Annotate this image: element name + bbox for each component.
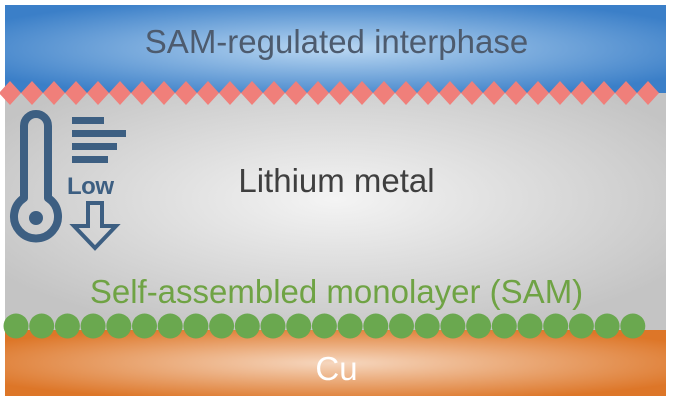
sam-bead bbox=[234, 313, 260, 339]
low-temperature-label: Low bbox=[67, 173, 114, 200]
interphase-diamond bbox=[109, 81, 131, 105]
sam-bead bbox=[29, 313, 55, 339]
sam-bead bbox=[132, 313, 157, 339]
interphase-diamond bbox=[439, 81, 461, 105]
interphase-diamond bbox=[351, 81, 373, 105]
interphase-diamond bbox=[21, 81, 43, 105]
sam-bead bbox=[106, 313, 132, 339]
sam-bead bbox=[491, 313, 517, 339]
substrate-label: Cu bbox=[315, 350, 358, 387]
interphase-diamond bbox=[395, 81, 417, 105]
sam-bead bbox=[80, 313, 106, 339]
interphase-diamond bbox=[175, 81, 197, 105]
sam-bead bbox=[286, 313, 312, 339]
interphase-diamond bbox=[329, 81, 351, 105]
sam-bead bbox=[209, 313, 235, 339]
interphase-diamond bbox=[285, 81, 307, 105]
sam-bead bbox=[517, 313, 543, 339]
interphase-diamond bbox=[615, 81, 637, 105]
interphase-diamond bbox=[505, 81, 527, 105]
sam-bead bbox=[440, 313, 466, 339]
interphase-diamond bbox=[263, 81, 285, 105]
sam-bead bbox=[54, 313, 80, 339]
substrate-layer bbox=[5, 330, 666, 396]
interphase-diamond bbox=[373, 81, 395, 105]
thermometer-icon bbox=[10, 110, 62, 243]
sam-bead bbox=[260, 313, 286, 339]
interphase-diamond bbox=[197, 81, 219, 105]
sam-bead bbox=[157, 313, 183, 339]
sam-bead-row bbox=[3, 313, 646, 339]
interphase-diamond bbox=[131, 81, 153, 105]
interphase-label: SAM-regulated interphase bbox=[144, 23, 529, 60]
sam-bead bbox=[363, 313, 389, 339]
interphase-diamond bbox=[637, 81, 659, 105]
sam-label: Self-assembled monolayer (SAM) bbox=[89, 273, 584, 310]
sam-bead bbox=[183, 313, 209, 339]
interphase-layer bbox=[5, 5, 666, 93]
sam-bead bbox=[389, 313, 414, 339]
sam-bead bbox=[543, 313, 569, 339]
sam-bead bbox=[414, 313, 440, 339]
sam-bead bbox=[568, 313, 594, 339]
interphase-diamond bbox=[87, 81, 109, 105]
interphase-diamond bbox=[65, 81, 87, 105]
interphase-diamond bbox=[417, 81, 439, 105]
sam-bead bbox=[337, 313, 363, 339]
interphase-diamond bbox=[527, 81, 549, 105]
interphase-diamond bbox=[241, 81, 263, 105]
interphase-diamond bbox=[307, 81, 329, 105]
down-arrow-icon bbox=[69, 201, 121, 251]
sam-bead bbox=[594, 313, 620, 339]
interphase-diamond bbox=[571, 81, 593, 105]
interphase-diamond bbox=[461, 81, 483, 105]
interphase-diamond bbox=[219, 81, 241, 105]
sam-bead bbox=[620, 313, 646, 339]
interphase-diamond bbox=[483, 81, 505, 105]
interphase-diamond-row bbox=[0, 81, 659, 105]
interphase-diamond bbox=[593, 81, 615, 105]
interphase-diamond bbox=[153, 81, 175, 105]
level-bars-icon bbox=[72, 117, 126, 163]
sam-bead bbox=[466, 313, 492, 339]
interphase-diamond bbox=[0, 81, 21, 105]
sam-bead bbox=[311, 313, 337, 339]
interphase-diamond bbox=[549, 81, 571, 105]
lithium-metal-label: Lithium metal bbox=[238, 162, 435, 199]
interphase-diamond bbox=[43, 81, 65, 105]
sam-bead bbox=[3, 313, 29, 339]
